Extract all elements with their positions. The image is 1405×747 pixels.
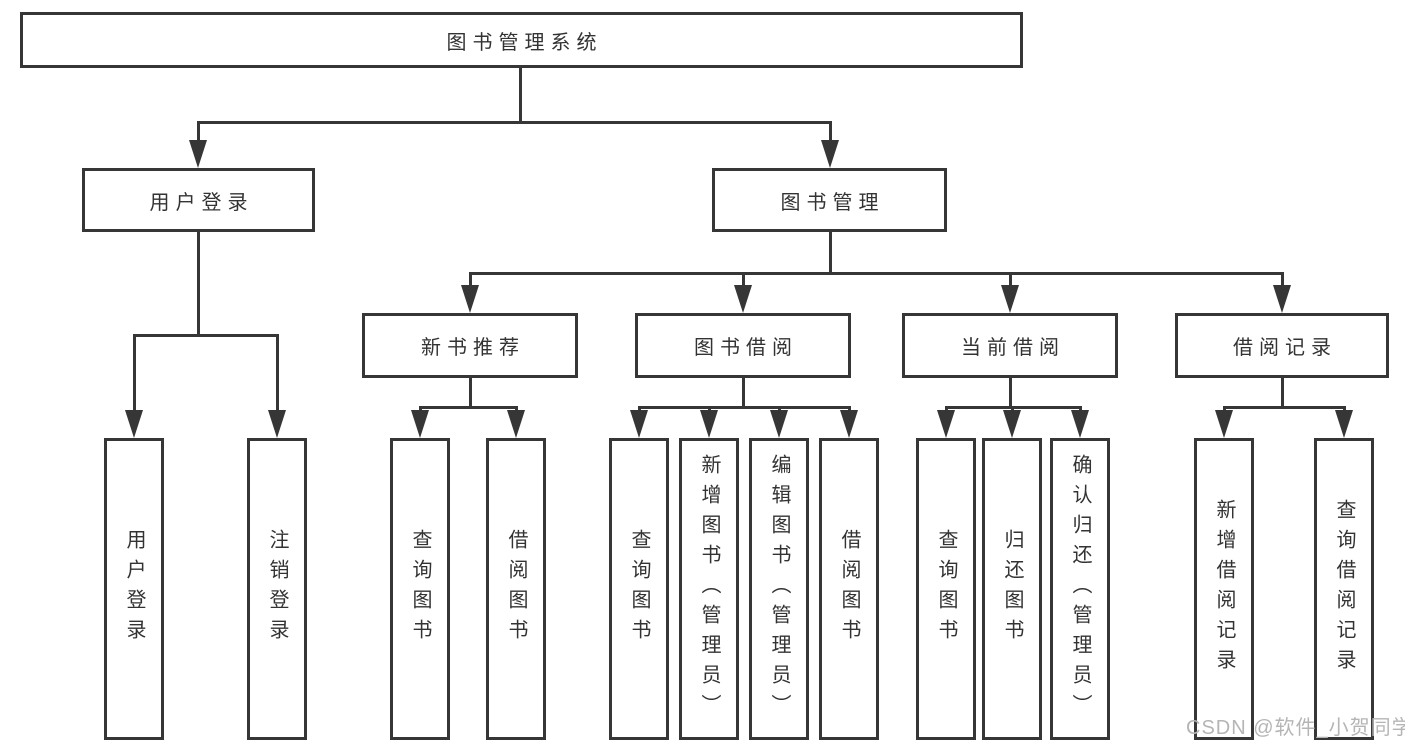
connector-root-branch bbox=[196, 121, 832, 124]
leaf-query-borrow-record: 查询借阅记录 bbox=[1314, 438, 1374, 740]
leaf-label: 查询图书 bbox=[935, 529, 957, 649]
arrow-down-icon bbox=[1071, 410, 1089, 438]
arrow-down-icon bbox=[1273, 285, 1291, 313]
node-user-login: 用户登录 bbox=[82, 168, 315, 232]
arrow-down-icon bbox=[937, 410, 955, 438]
leaf-borrow-book: 借阅图书 bbox=[819, 438, 879, 740]
arrow-down-icon bbox=[821, 140, 839, 168]
leaf-label: 查询借阅记录 bbox=[1333, 499, 1355, 679]
arrow-down-icon bbox=[1003, 410, 1021, 438]
leaf-edit-book-admin: 编辑图书（管理员） bbox=[749, 438, 809, 740]
arrow-down-icon bbox=[840, 410, 858, 438]
leaf-label: 新增图书（管理员） bbox=[698, 454, 720, 724]
leaf-borrow-book-recommend: 借阅图书 bbox=[486, 438, 546, 740]
node-book-management: 图书管理 bbox=[712, 168, 947, 232]
connector-shaft-current-borrow bbox=[1008, 272, 1012, 287]
connector-mgmt-branch bbox=[468, 272, 1284, 275]
arrow-down-icon bbox=[411, 410, 429, 438]
leaf-add-book-admin: 新增图书（管理员） bbox=[679, 438, 739, 740]
arrow-down-icon bbox=[1001, 285, 1019, 313]
arrow-down-icon bbox=[1335, 410, 1353, 438]
connector-m1-trunk bbox=[741, 378, 745, 406]
connector-m2-trunk bbox=[1008, 378, 1012, 406]
connector-m0-trunk bbox=[468, 378, 472, 406]
leaf-query-book-current: 查询图书 bbox=[916, 438, 976, 740]
leaf-label: 编辑图书（管理员） bbox=[768, 454, 790, 724]
arrow-down-icon bbox=[700, 410, 718, 438]
leaf-user-login: 用户登录 bbox=[104, 438, 164, 740]
connector-shaft-book-mgmt bbox=[828, 121, 832, 143]
connector-shaft-borrow-record bbox=[1280, 272, 1284, 287]
connector-m0-branch bbox=[418, 406, 518, 409]
node-current-borrow: 当前借阅 bbox=[902, 313, 1118, 378]
leaf-label: 确认归还（管理员） bbox=[1069, 454, 1091, 724]
node-borrow-record: 借阅记录 bbox=[1175, 313, 1389, 378]
arrow-down-icon bbox=[630, 410, 648, 438]
leaf-label: 查询图书 bbox=[628, 529, 650, 649]
node-new-book-recommend: 新书推荐 bbox=[362, 313, 578, 378]
arrow-down-icon bbox=[268, 410, 286, 438]
leaf-label: 归还图书 bbox=[1001, 529, 1023, 649]
leaf-query-book-borrow: 查询图书 bbox=[609, 438, 669, 740]
leaf-label: 用户登录 bbox=[123, 529, 145, 649]
leaf-label: 查询图书 bbox=[409, 529, 431, 649]
node-book-borrow: 图书借阅 bbox=[635, 313, 851, 378]
connector-m1-branch bbox=[637, 406, 851, 409]
arrow-down-icon bbox=[1215, 410, 1233, 438]
csdn-watermark: CSDN @软件_小贺同学 bbox=[1186, 717, 1405, 739]
leaf-query-book-recommend: 查询图书 bbox=[390, 438, 450, 740]
connector-shaft-logout-leaf bbox=[275, 334, 279, 412]
connector-m3-branch bbox=[1222, 406, 1346, 409]
leaf-label: 新增借阅记录 bbox=[1213, 499, 1235, 679]
connector-shaft-book-borrow bbox=[741, 272, 745, 287]
leaf-label: 借阅图书 bbox=[838, 529, 860, 649]
connector-shaft-login-leaf bbox=[132, 334, 136, 412]
arrow-down-icon bbox=[461, 285, 479, 313]
connector-mgmt-trunk bbox=[828, 232, 832, 272]
connector-m3-trunk bbox=[1280, 378, 1284, 406]
leaf-add-borrow-record: 新增借阅记录 bbox=[1194, 438, 1254, 740]
node-library-system: 图书管理系统 bbox=[20, 12, 1023, 68]
leaf-label: 注销登录 bbox=[266, 529, 288, 649]
arrow-down-icon bbox=[734, 285, 752, 313]
connector-login-trunk bbox=[196, 232, 200, 334]
connector-shaft-user-login bbox=[196, 121, 200, 143]
connector-root-trunk bbox=[518, 68, 522, 121]
leaf-label: 借阅图书 bbox=[505, 529, 527, 649]
leaf-confirm-return-admin: 确认归还（管理员） bbox=[1050, 438, 1110, 740]
arrow-down-icon bbox=[189, 140, 207, 168]
leaf-return-book: 归还图书 bbox=[982, 438, 1042, 740]
arrow-down-icon bbox=[507, 410, 525, 438]
connector-shaft-new-book bbox=[468, 272, 472, 287]
arrow-down-icon bbox=[125, 410, 143, 438]
connector-login-branch bbox=[132, 334, 279, 337]
arrow-down-icon bbox=[770, 410, 788, 438]
leaf-logout: 注销登录 bbox=[247, 438, 307, 740]
